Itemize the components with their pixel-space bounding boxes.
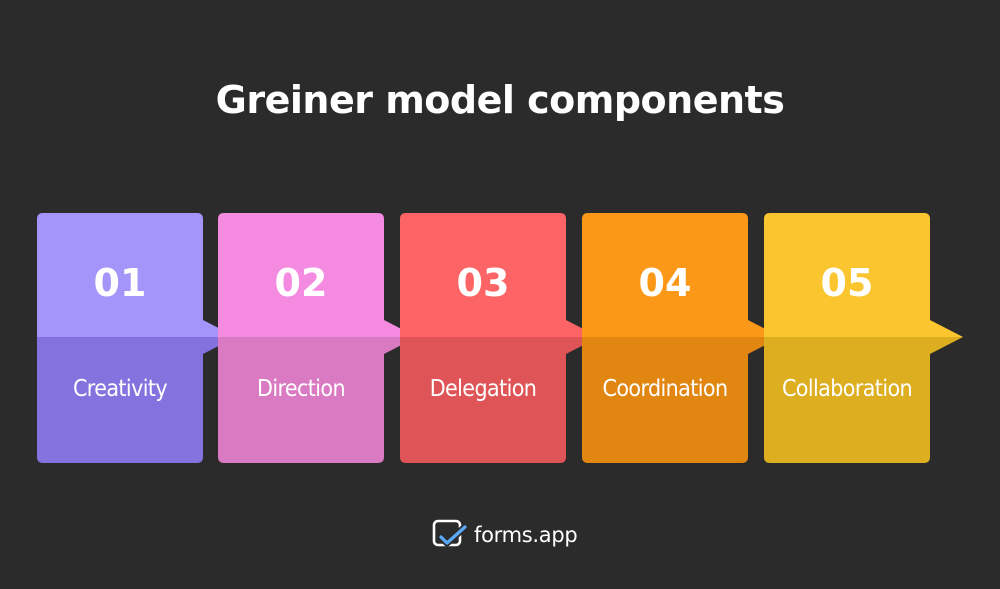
step-2-number: 02	[274, 261, 328, 305]
step-3-bottom	[400, 337, 599, 463]
step-1-top	[37, 213, 236, 337]
step-5-label: Collaboration	[781, 376, 913, 402]
step-2-shape	[218, 213, 417, 463]
step-3-label: Delegation	[429, 376, 537, 402]
step-3: 03 Delegation	[400, 213, 599, 463]
step-5-bottom	[764, 337, 963, 463]
step-1: 01 Creativity	[37, 213, 236, 463]
step-4-label: Coordination	[602, 376, 729, 402]
step-5-top	[764, 213, 963, 337]
step-4-bottom	[582, 337, 781, 463]
step-2-top	[218, 213, 417, 337]
step-1-shape	[37, 213, 236, 463]
brand-name: forms.app	[474, 523, 578, 547]
forms-app-logo-icon	[432, 519, 468, 547]
step-1-number: 01	[93, 261, 147, 305]
step-2: 02 Direction	[218, 213, 417, 463]
diagram-title: Greiner model components	[215, 78, 785, 122]
brand-logo: forms.app	[432, 518, 578, 552]
step-5: 05 Collaboration	[764, 213, 963, 463]
step-4: 04 Coordination	[582, 213, 781, 463]
step-3-top	[400, 213, 599, 337]
step-1-label: Creativity	[72, 376, 168, 402]
step-4-number: 04	[638, 261, 692, 305]
step-1-bottom	[37, 337, 236, 463]
step-2-label: Direction	[256, 376, 346, 402]
step-2-bottom	[218, 337, 417, 463]
step-5-number: 05	[820, 261, 874, 305]
step-4-shape	[582, 213, 781, 463]
step-5-shape	[764, 213, 963, 463]
step-3-number: 03	[456, 261, 510, 305]
step-4-top	[582, 213, 781, 337]
step-3-shape	[400, 213, 599, 463]
